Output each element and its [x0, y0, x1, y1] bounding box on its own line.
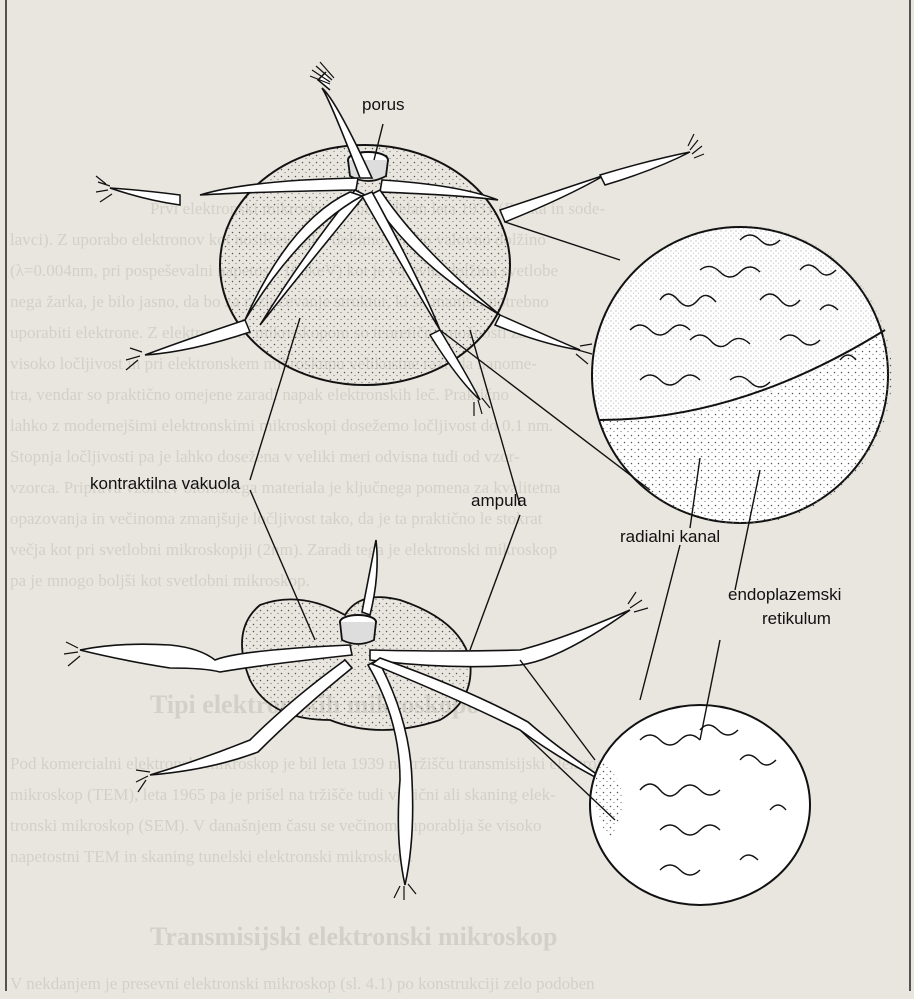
label-radialni-kanal: radialni kanal [620, 527, 720, 546]
endoplasmic-reticulum-detail-lower [590, 705, 810, 905]
label-retikulum: retikulum [762, 609, 831, 628]
label-porus: porus [362, 95, 405, 114]
leader-radialni-kanal-lower [640, 545, 680, 700]
porus-neck [340, 622, 376, 644]
ampulla [600, 152, 690, 185]
magnification-line [505, 222, 620, 260]
ampulla [110, 188, 180, 205]
label-endoplazemski: endoplazemski [728, 585, 841, 604]
label-ampula: ampula [471, 491, 527, 510]
ampulla [500, 175, 605, 222]
label-kontraktilna-vakuola: kontraktilna vakuola [90, 474, 241, 493]
lower-contractile-vacuole [64, 540, 648, 900]
ampulla [495, 315, 580, 350]
leader-ampula [470, 330, 520, 505]
leader-ampula-lower [470, 515, 520, 650]
ampulla [145, 320, 250, 355]
